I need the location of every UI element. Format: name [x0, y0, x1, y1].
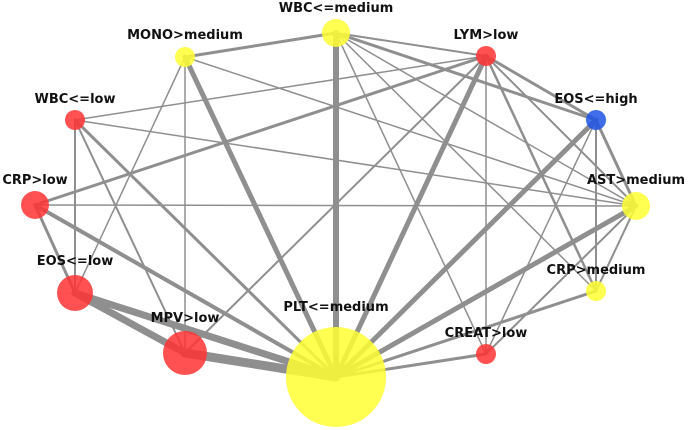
node-crp_low: [21, 191, 49, 219]
node-label-mono_medium: MONO>medium: [127, 28, 243, 43]
edge-lym_low-ast_medium: [485, 55, 637, 207]
node-lym_low: [476, 46, 496, 66]
edge-crp_low-lym_low: [33, 54, 488, 207]
node-mono_medium: [175, 47, 195, 67]
node-mpv_low: [163, 331, 207, 375]
edge-wbc_medium-eos_high: [334, 31, 598, 122]
node-label-wbc_low: WBC<=low: [35, 92, 116, 107]
node-label-creat_low: CREAT>low: [445, 326, 528, 341]
edge-mono_medium-ast_medium: [184, 56, 637, 207]
edge-plt_medium-lym_low: [333, 53, 489, 380]
node-creat_low: [476, 344, 496, 364]
edge-ast_medium-crp_medium: [595, 205, 637, 292]
node-label-ast_medium: AST>medium: [587, 173, 685, 188]
node-wbc_low: [65, 110, 85, 130]
edge-layer: [33, 30, 639, 382]
node-label-eos_high: EOS<=high: [554, 92, 637, 107]
edge-plt_medium-eos_high: [333, 117, 599, 380]
node-ast_medium: [622, 192, 650, 220]
node-label-crp_medium: CRP>medium: [547, 263, 646, 278]
node-label-crp_low: CRP>low: [2, 173, 67, 188]
edge-mpv_low-wbc_low: [74, 119, 186, 354]
edge-wbc_medium-mono_medium: [183, 31, 338, 59]
node-label-plt_medium: PLT<=medium: [283, 300, 388, 315]
edge-wbc_low-ast_medium: [74, 119, 637, 207]
node-eos_low: [57, 275, 93, 311]
edge-eos_high-ast_medium: [594, 118, 638, 208]
node-plt_medium: [286, 327, 386, 427]
node-eos_high: [586, 110, 606, 130]
edge-wbc_medium-lym_low: [335, 32, 487, 57]
edge-wbc_medium-crp_medium: [335, 32, 597, 292]
node-crp_medium: [586, 281, 606, 301]
edge-plt_medium-mono_medium: [182, 54, 339, 380]
node-label-mpv_low: MPV>low: [151, 311, 220, 326]
edge-mpv_low-lym_low: [184, 55, 487, 354]
edge-plt_medium-wbc_low: [73, 118, 338, 379]
node-layer: [21, 19, 650, 427]
node-label-wbc_medium: WBC<=medium: [279, 1, 394, 16]
edge-ast_medium-creat_low: [485, 205, 637, 355]
node-label-eos_low: EOS<=low: [37, 254, 113, 269]
edge-crp_low-ast_medium: [34, 204, 637, 207]
node-wbc_medium: [322, 19, 350, 47]
node-label-lym_low: LYM>low: [454, 28, 519, 43]
edge-wbc_medium-creat_low: [335, 32, 487, 355]
edge-lym_low-crp_medium: [484, 54, 598, 293]
edge-lym_low-eos_high: [484, 54, 598, 122]
edge-eos_high-creat_low: [485, 119, 597, 355]
